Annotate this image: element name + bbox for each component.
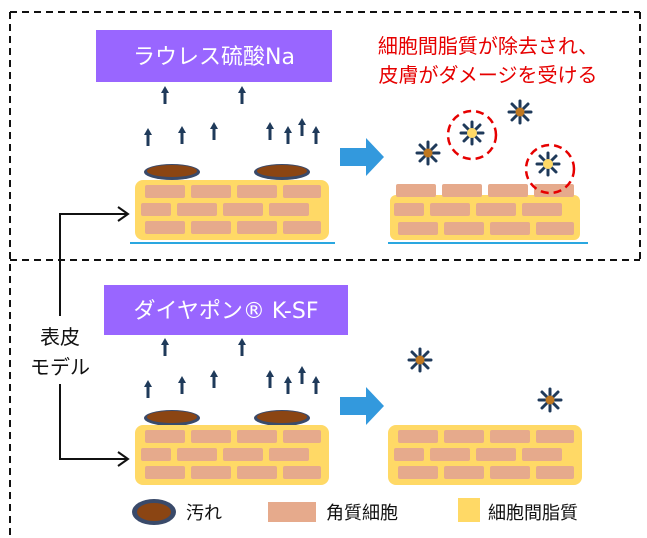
damage-annotation-line1: 細胞間脂質が除去され、 [378, 34, 598, 58]
legend: 汚れ 角質細胞 細胞間脂質 [132, 498, 578, 525]
lift-arrows-bottom [142, 336, 322, 400]
process-arrow-bottom [340, 387, 384, 425]
skin-model-healthy-bottom-left [135, 425, 329, 485]
bottom-panel-label-box [104, 285, 348, 335]
corneocyte-icon [268, 502, 316, 522]
dirt-icon [132, 499, 176, 525]
top-panel-label: ラウレス硫酸Na [133, 45, 295, 70]
top-panel-label-box [96, 30, 332, 82]
surfactant-icon [537, 387, 563, 413]
surfactant-icon [507, 99, 533, 125]
lipid-removal-highlight [446, 109, 576, 195]
model-label-line2: モデル [30, 355, 90, 379]
surfactant-lipid-icon [459, 120, 485, 146]
outer-dashed-frame [9, 11, 641, 536]
skin-model-healthy-top [135, 180, 329, 240]
model-connector [59, 206, 130, 467]
legend-corneocyte-label: 角質細胞 [326, 503, 398, 524]
dirt-icon [144, 410, 200, 426]
model-label-bg [22, 318, 102, 382]
skin-model-healthy-bottom-right [388, 425, 582, 485]
dirt-icon [144, 164, 200, 180]
bottom-panel: ダイヤポン® K-SF [104, 285, 582, 485]
process-arrow-top [340, 138, 384, 176]
skin-model-damaged [390, 184, 580, 240]
model-label-line1: 表皮 [40, 325, 80, 349]
dirt-icon [254, 410, 310, 426]
surfactant-icon [407, 347, 433, 373]
top-panel: ラウレス硫酸Na 細胞間脂質が除去され、 皮膚がダメージを受ける [96, 30, 598, 244]
legend-lipid-label: 細胞間脂質 [488, 503, 578, 524]
surfactant-icon [415, 140, 441, 166]
lift-arrows-top [142, 84, 322, 148]
dirt-icon [254, 164, 310, 180]
legend-dirt-label: 汚れ [186, 503, 222, 524]
intercellular-lipid-icon [458, 498, 480, 522]
damage-annotation-line2: 皮膚がダメージを受ける [379, 63, 598, 87]
surfactant-lipid-icon [535, 151, 561, 177]
bottom-panel-label: ダイヤポン® K-SF [133, 299, 318, 324]
